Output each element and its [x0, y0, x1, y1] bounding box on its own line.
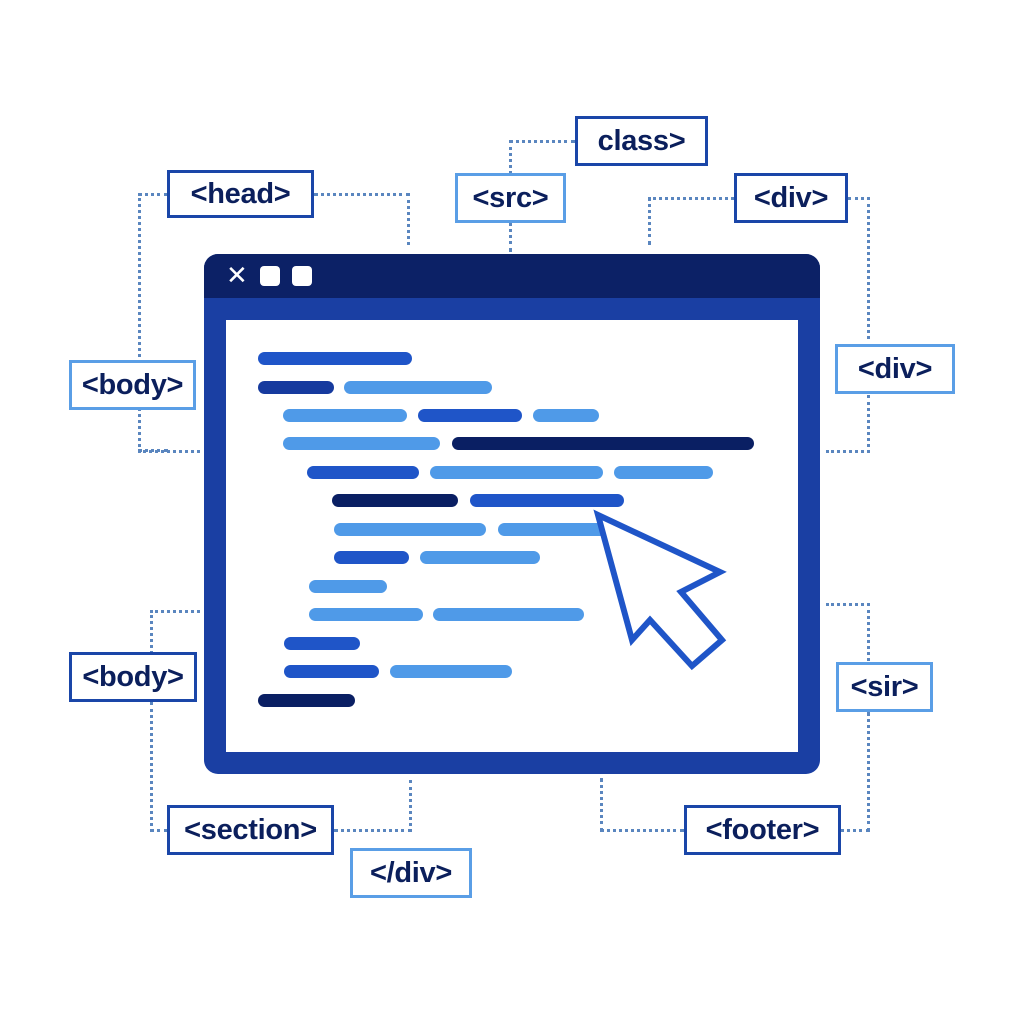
- connector-sir-top: [826, 603, 870, 661]
- code-bar: [418, 409, 522, 422]
- arrow-pointer-icon: [593, 509, 727, 671]
- code-bar: [498, 523, 608, 536]
- window-titlebar: ✕: [204, 254, 820, 298]
- tag-body-top: <body>: [69, 360, 196, 410]
- connector-sir-footer: [840, 712, 870, 832]
- code-bar: [533, 409, 599, 422]
- code-bar: [309, 580, 387, 593]
- tag-footer: <footer>: [684, 805, 841, 855]
- code-bar: [258, 694, 355, 707]
- code-bar: [614, 466, 713, 479]
- tag-class: class>: [575, 116, 708, 166]
- maximize-icon[interactable]: [292, 266, 312, 286]
- tag-section: <section>: [167, 805, 334, 855]
- code-bar: [430, 466, 603, 479]
- code-window: ✕: [204, 254, 820, 774]
- code-bar: [344, 381, 492, 394]
- tag-body-bottom: <body>: [69, 652, 197, 702]
- code-bar: [334, 551, 409, 564]
- close-icon[interactable]: ✕: [226, 261, 248, 291]
- connector-class-src: [509, 140, 575, 174]
- tag-sir: <sir>: [836, 662, 933, 712]
- code-area: [226, 320, 798, 752]
- code-bar: [307, 466, 419, 479]
- code-bar: [309, 608, 423, 621]
- code-bar: [258, 352, 412, 365]
- tag-head: <head>: [167, 170, 314, 218]
- minimize-icon[interactable]: [260, 266, 280, 286]
- connector-body-bottom-top: [150, 610, 200, 654]
- tag-close-div: </div>: [350, 848, 472, 898]
- connector-div-top-right: [848, 197, 870, 339]
- code-bar: [433, 608, 584, 621]
- code-bar: [284, 665, 379, 678]
- code-bar: [332, 494, 458, 507]
- code-bar: [390, 665, 512, 678]
- tag-div-top: <div>: [734, 173, 848, 223]
- connector-body-section: [150, 702, 168, 832]
- connector-body-left-bottom: [138, 450, 200, 453]
- code-bar: [420, 551, 540, 564]
- tag-div-right: <div>: [835, 344, 955, 394]
- tag-src: <src>: [455, 173, 566, 223]
- code-bar: [283, 409, 407, 422]
- code-bar: [258, 381, 334, 394]
- code-bar: [283, 437, 440, 450]
- connector-div-top-left: [648, 197, 734, 245]
- code-bar: [452, 437, 754, 450]
- connector-head-left: [138, 193, 168, 452]
- connector-section-window: [334, 780, 412, 832]
- connector-window-footer: [600, 778, 684, 832]
- connector-src-window: [509, 222, 512, 252]
- connector-div-right-bottom: [826, 395, 870, 453]
- code-bar: [284, 637, 360, 650]
- code-bar: [334, 523, 486, 536]
- code-bar: [470, 494, 624, 507]
- connector-head-right: [314, 193, 410, 245]
